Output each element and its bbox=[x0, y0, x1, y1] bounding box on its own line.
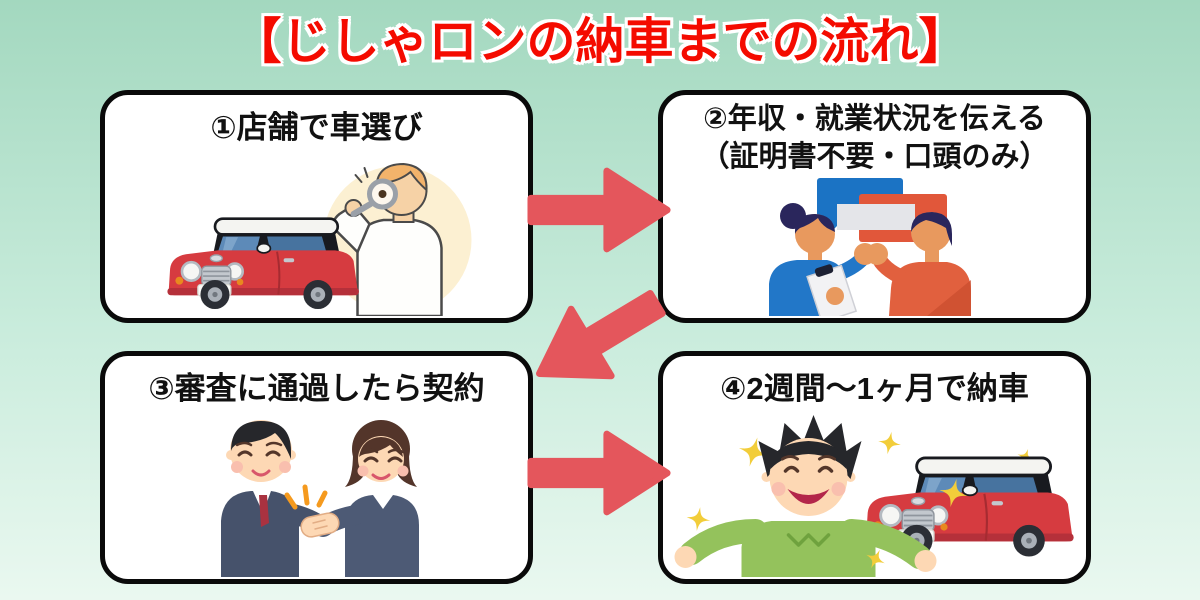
magnifying-glass-icon bbox=[350, 178, 398, 217]
car-selection-illustration bbox=[165, 162, 471, 316]
emphasis-marks bbox=[284, 484, 327, 510]
sparkle-lines bbox=[354, 167, 368, 183]
step-2-card: ②年収・就業状況を伝える （証明書不要・口頭のみ） bbox=[658, 90, 1091, 323]
step-2-heading-line1: ②年収・就業状況を伝える bbox=[703, 103, 1046, 135]
red-mini-car-illustration bbox=[165, 217, 360, 311]
contract-handshake-illustration bbox=[220, 420, 419, 577]
income-interview-illustration bbox=[768, 178, 971, 316]
businesswoman bbox=[312, 420, 419, 577]
step-2-heading-line2: （証明書不要・口頭のみ） bbox=[700, 141, 1049, 174]
step-4-heading: ④2週間〜1ヶ月で納車 bbox=[720, 371, 1029, 406]
arrow-step3-to-step4-icon bbox=[527, 426, 673, 520]
page-title: 【じしゃロンの納車までの流れ】 bbox=[232, 15, 968, 69]
step-3-card: ③審査に通過したら契約 bbox=[100, 351, 533, 584]
step-1-card: ①店舗で車選び bbox=[100, 90, 533, 323]
step-4-card: ④2週間〜1ヶ月で納車 bbox=[658, 351, 1091, 584]
step-3-heading: ③審査に通過したら契約 bbox=[148, 371, 485, 406]
arrow-step1-to-step2-icon bbox=[527, 163, 673, 257]
man-listening bbox=[865, 212, 971, 316]
step-1-heading: ①店舗で車選び bbox=[210, 110, 423, 145]
happy-man bbox=[674, 415, 936, 577]
step-2-heading: ②年収・就業状況を伝える （証明書不要・口頭のみ） bbox=[663, 100, 1086, 177]
handshake-hands bbox=[299, 512, 340, 538]
woman-with-clipboard bbox=[768, 203, 876, 316]
car-delivery-illustration bbox=[674, 415, 1075, 577]
